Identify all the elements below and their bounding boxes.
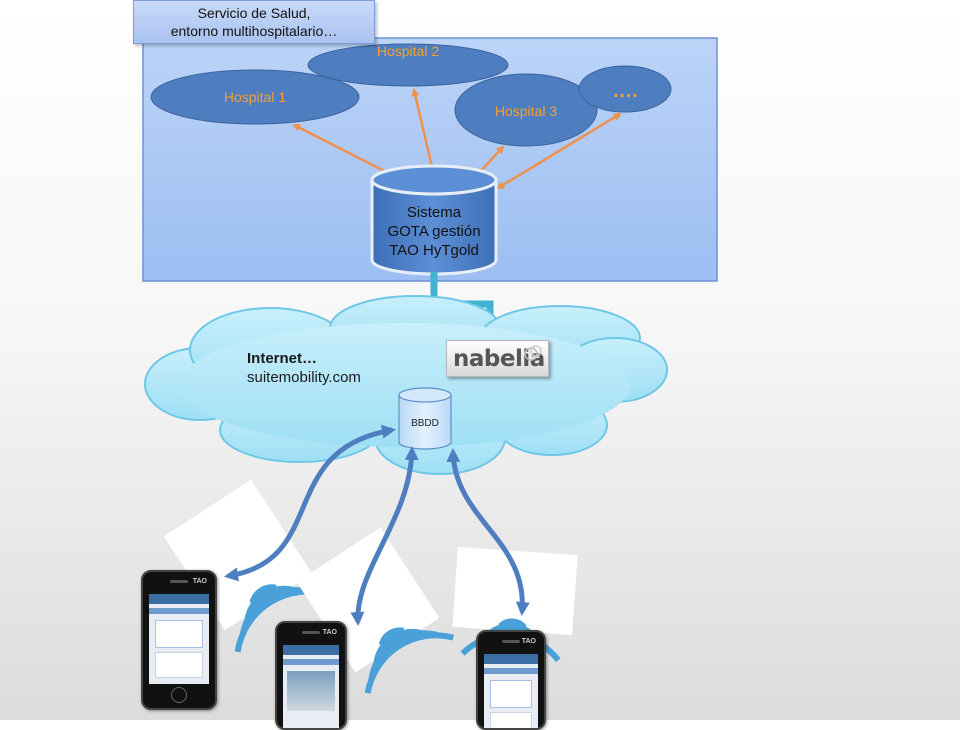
system-label: Sistema GOTA gestión TAO HyTgold <box>372 203 496 260</box>
hospital-3-label: Hospital 3 <box>494 103 558 119</box>
hospital-1-node <box>150 69 360 125</box>
hospital-2-node <box>307 43 509 87</box>
smartphone-1: TAO <box>141 570 217 710</box>
hospital-2-label: Hospital 2 <box>376 43 440 59</box>
nabelia-swirl-icon <box>524 345 542 361</box>
phone-brand-label: TAO <box>192 578 207 585</box>
system-line-1: Sistema <box>406 204 462 221</box>
title-line-2: entorno multihospitalario… <box>170 23 338 39</box>
nabelia-logo-text: nabelia <box>453 346 545 372</box>
phone-screen <box>149 594 209 684</box>
phone-brand-label: TAO <box>322 629 337 636</box>
hospital-1-label: Hospital 1 <box>223 89 287 105</box>
phone-speaker <box>302 631 320 634</box>
smartphone-2: TAO <box>275 621 347 730</box>
link-phone-3 <box>446 448 530 616</box>
internet-line-1: Internet… <box>247 350 318 367</box>
phone-brand-label: TAO <box>521 638 536 645</box>
title-line-1: Servicio de Salud, <box>197 5 311 21</box>
bbdd-label: BBDD <box>411 418 439 429</box>
system-database-cylinder <box>370 164 498 276</box>
internet-label: Internet… suitemobility.com <box>247 349 361 387</box>
home-button <box>171 687 187 703</box>
phone-screen <box>484 654 538 728</box>
bbdd-cylinder <box>398 387 452 450</box>
phone-speaker <box>170 580 188 583</box>
system-line-2: GOTA gestión <box>387 223 481 240</box>
more-hospitals-label: …. <box>612 80 638 102</box>
nabelia-logo: nabelia <box>446 340 549 377</box>
smartphone-3: TAO <box>476 630 546 730</box>
phone-screen <box>283 645 339 728</box>
link-phone-1 <box>224 424 396 582</box>
link-more-hospitals <box>496 112 622 190</box>
system-line-3: TAO HyTgold <box>389 242 479 259</box>
title-box: Servicio de Salud, entorno multihospital… <box>133 0 375 44</box>
phone-speaker <box>502 640 520 643</box>
phone-screen-photo <box>287 671 335 711</box>
more-hospitals-node <box>578 65 672 113</box>
link-phone-2 <box>350 446 419 626</box>
internet-line-2: suitemobility.com <box>247 369 361 386</box>
